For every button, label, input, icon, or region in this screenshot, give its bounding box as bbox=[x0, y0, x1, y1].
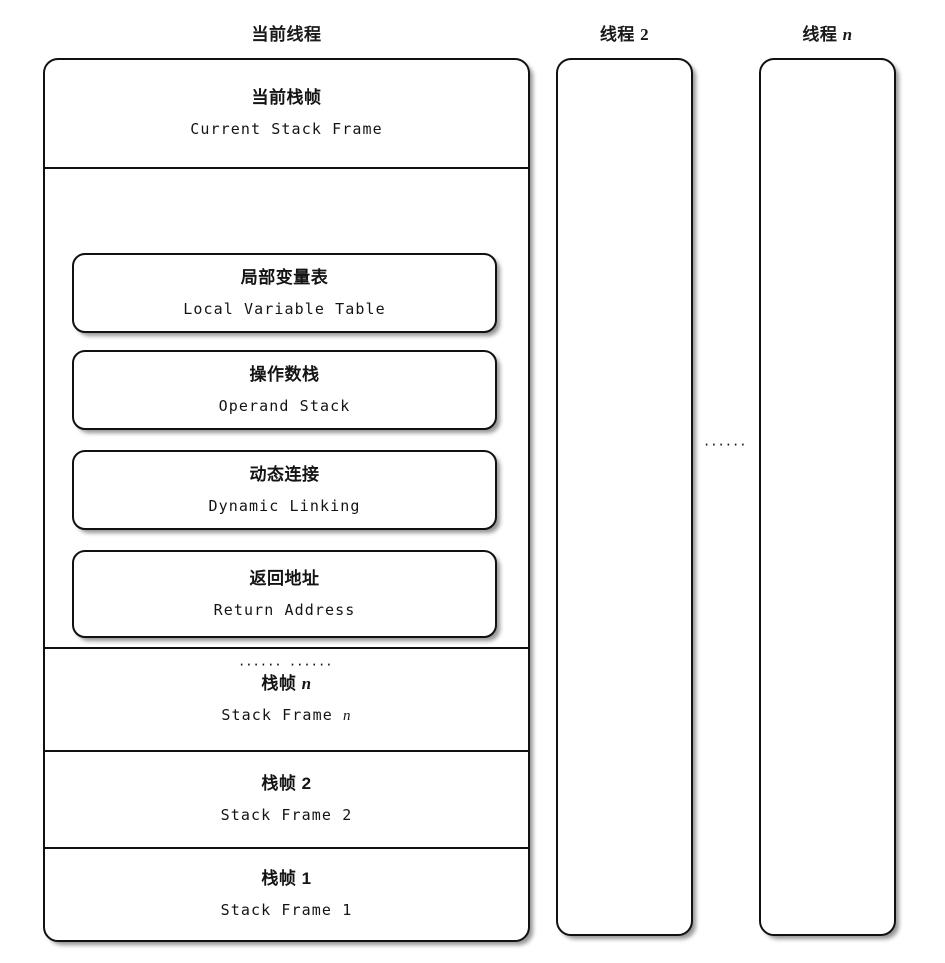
stack-frame-2-label-en-suffix: 2 bbox=[342, 806, 353, 825]
stack-frame-n-label-cn-text: 栈帧 bbox=[261, 673, 297, 693]
stack-frame-n-label-en-text: Stack Frame bbox=[221, 705, 333, 724]
column-header-thread-2: 线程 2 bbox=[556, 20, 693, 45]
current-stack-frame-section: 当前栈帧 Current Stack Frame bbox=[45, 60, 528, 167]
thread-stack-current: 当前栈帧 Current Stack Frame 局部变量表 Local Var… bbox=[43, 58, 530, 942]
stack-frame-1-label-en: Stack Frame 1 bbox=[220, 900, 353, 919]
stack-frame-1-label-en-text: Stack Frame bbox=[220, 900, 333, 919]
component-dynamic-linking[interactable]: 动态连接 Dynamic Linking bbox=[72, 450, 497, 530]
stack-frame-n-label-en: Stack Frame n bbox=[221, 705, 352, 725]
stack-frame-n-label-cn: 栈帧 n bbox=[261, 673, 312, 694]
stack-frame-n-section: 栈帧 n Stack Frame n bbox=[45, 647, 528, 750]
column-header-thread-n-label: 线程 bbox=[802, 25, 838, 44]
current-stack-frame-label-cn: 当前栈帧 bbox=[251, 88, 322, 108]
local-variable-table-label-cn: 局部变量表 bbox=[240, 267, 329, 287]
stack-frame-2-section: 栈帧 2 Stack Frame 2 bbox=[45, 750, 528, 847]
stack-frame-2-label-en-text: Stack Frame bbox=[220, 806, 333, 825]
local-variable-table-label-en: Local Variable Table bbox=[183, 299, 386, 318]
column-header-thread-2-label: 线程 bbox=[599, 25, 635, 44]
stack-frame-1-label-cn-text: 栈帧 bbox=[261, 868, 297, 888]
column-header-thread-n-suffix: n bbox=[842, 25, 853, 44]
stack-frame-1-label-cn: 栈帧 1 bbox=[261, 868, 312, 889]
stack-frame-2-label-cn-suffix: 2 bbox=[301, 774, 312, 794]
dynamic-linking-label-cn: 动态连接 bbox=[249, 464, 320, 484]
operand-stack-label-en: Operand Stack bbox=[218, 396, 351, 415]
return-address-label-cn: 返回地址 bbox=[249, 568, 320, 588]
stack-frame-2-label-cn-text: 栈帧 bbox=[261, 774, 297, 794]
stack-frame-1-label-en-suffix: 1 bbox=[342, 900, 353, 919]
operand-stack-label-cn: 操作数栈 bbox=[249, 364, 320, 384]
threads-ellipsis-text: ······ bbox=[704, 436, 748, 454]
dynamic-linking-label-en: Dynamic Linking bbox=[208, 496, 361, 515]
column-header-current-thread: 当前线程 bbox=[43, 20, 530, 45]
stack-frame-1-label-cn-suffix: 1 bbox=[301, 868, 312, 888]
return-address-label-en: Return Address bbox=[213, 600, 356, 619]
stack-frame-2-label-en: Stack Frame 2 bbox=[221, 807, 353, 824]
stack-frame-n-label-en-suffix: n bbox=[342, 707, 352, 724]
current-stack-frame-label-en: Current Stack Frame bbox=[190, 120, 383, 139]
component-return-address[interactable]: 返回地址 Return Address bbox=[72, 550, 497, 638]
column-header-current-thread-label: 当前线程 bbox=[251, 25, 322, 44]
component-local-variable-table[interactable]: 局部变量表 Local Variable Table bbox=[72, 253, 497, 333]
stack-frame-n-label-cn-suffix: n bbox=[301, 673, 312, 693]
thread-stack-2 bbox=[556, 58, 693, 936]
stack-frame-1-section: 栈帧 1 Stack Frame 1 bbox=[45, 847, 528, 939]
frame-body-ellipsis-text: ······ ······ bbox=[239, 656, 334, 674]
column-header-thread-n: 线程 n bbox=[759, 20, 896, 45]
component-operand-stack[interactable]: 操作数栈 Operand Stack bbox=[72, 350, 497, 430]
stack-frame-2-label-cn: 栈帧 2 bbox=[261, 775, 311, 794]
thread-stack-n bbox=[759, 58, 896, 936]
current-stack-frame-body: 局部变量表 Local Variable Table 操作数栈 Operand … bbox=[45, 167, 528, 674]
column-header-thread-2-suffix: 2 bbox=[640, 25, 650, 44]
